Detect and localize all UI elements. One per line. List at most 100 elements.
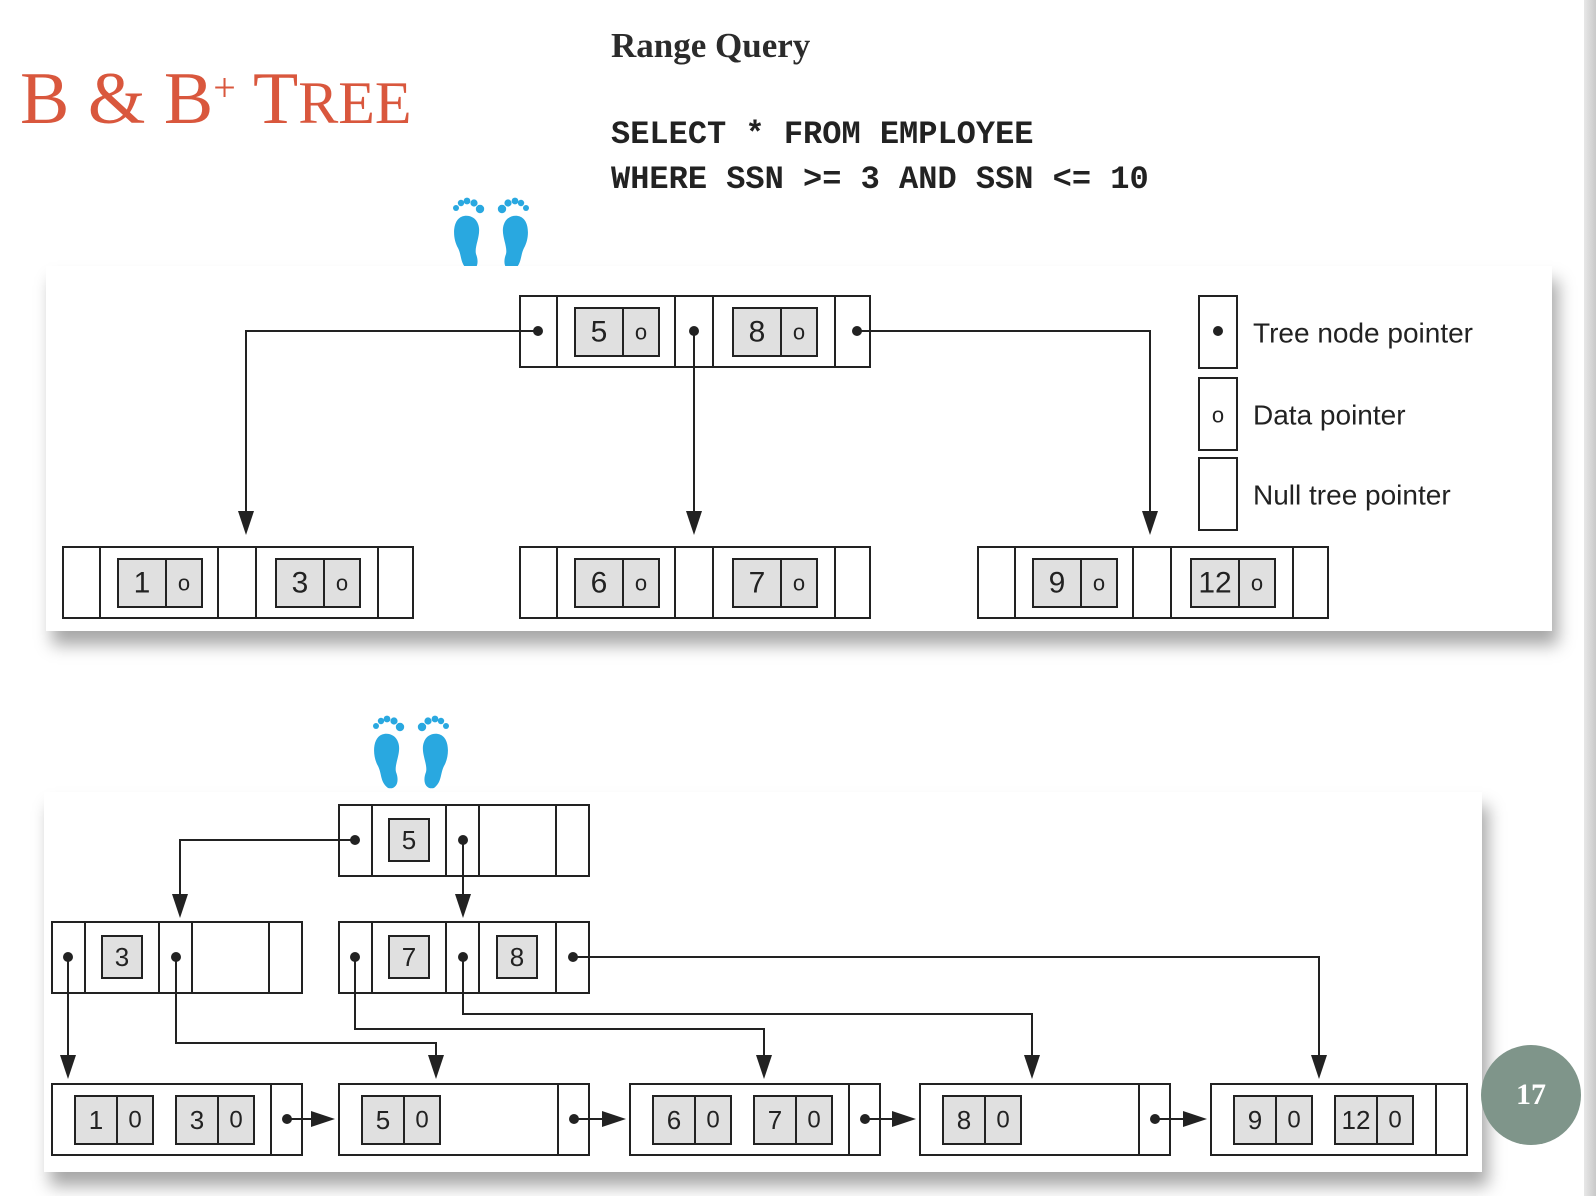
b-tree-root-node: 5 o 8 o (519, 295, 871, 368)
key-value: 6 (591, 567, 608, 600)
key-cell (732, 558, 818, 608)
legend-data-pointer-symbol: o (1212, 403, 1224, 428)
key-value: 3 (190, 1105, 204, 1135)
pointer-line (462, 957, 1033, 1055)
arrow-head (428, 1055, 444, 1079)
key-cell (942, 1095, 1022, 1145)
key-cell (388, 818, 430, 862)
data-pointer-symbol: o (178, 571, 190, 596)
key-value: 9 (1049, 567, 1066, 600)
pointer-line (179, 839, 355, 894)
key-cell (574, 307, 660, 357)
key-cell (101, 935, 143, 979)
b-tree-svg: 5 o 8 o 1 o 3 o 6 o 7 o 9 o 12 o o Tree node pointerData … (62, 295, 1473, 619)
pointer-line (175, 957, 437, 1055)
b-tree-leaf-node: 9 o 12 o (977, 546, 1329, 619)
footprints-icon (373, 715, 449, 789)
key-cell (361, 1095, 441, 1145)
pointer-line (245, 330, 538, 512)
data-pointer-symbol: o (1093, 571, 1105, 596)
data-pointer-symbol: 0 (415, 1107, 428, 1134)
legend-null-pointer-box (1198, 457, 1238, 531)
arrow-head (455, 894, 471, 918)
key-value: 3 (292, 567, 309, 600)
key-value: 5 (591, 316, 608, 349)
key-cell (275, 558, 361, 608)
arrow-head (238, 511, 254, 535)
data-pointer-symbol: o (635, 320, 647, 345)
b-tree-leaf-node: 1 o 3 o (62, 546, 414, 619)
query-heading: Range Query (611, 26, 811, 65)
arrow-head (1311, 1055, 1327, 1079)
key-value: 6 (667, 1105, 681, 1135)
arrow-head (60, 1055, 76, 1079)
data-pointer-symbol: 0 (996, 1107, 1009, 1134)
pointer-line (573, 956, 1320, 1055)
key-value: 5 (376, 1105, 390, 1135)
key-value: 7 (749, 567, 766, 600)
slide-edge-bar (1584, 0, 1596, 1196)
data-pointer-symbol: 0 (1388, 1107, 1401, 1134)
key-cell (74, 1095, 154, 1145)
arrow-head (756, 1055, 772, 1079)
key-cell (1190, 558, 1276, 608)
key-cell (1032, 558, 1118, 608)
data-pointer-symbol: o (793, 571, 805, 596)
legend-data-pointer-label: Data pointer (1253, 400, 1406, 431)
key-cell (753, 1095, 833, 1145)
sql-where-line: WHERE SSN >= 3 AND SSN <= 10 (611, 161, 1149, 198)
key-value: 12 (1342, 1105, 1371, 1135)
arrow-head (1183, 1111, 1207, 1127)
key-value: 7 (768, 1105, 782, 1135)
arrow-head (1142, 511, 1158, 535)
key-value: 8 (510, 942, 524, 972)
data-pointer-symbol: o (793, 320, 805, 345)
data-pointer-symbol: 0 (706, 1107, 719, 1134)
data-pointer-symbol: 0 (807, 1107, 820, 1134)
key-cell (1334, 1095, 1414, 1145)
key-value: 12 (1198, 567, 1231, 600)
data-pointer-symbol: o (635, 571, 647, 596)
key-value: 8 (957, 1105, 971, 1135)
b-tree-leaf-node: 6 o 7 o (519, 546, 871, 619)
data-pointer-symbol: o (336, 571, 348, 596)
key-cell (175, 1095, 255, 1145)
data-pointer-symbol: o (1251, 571, 1263, 596)
legend-null-tree-pointer-label: Null tree pointer (1253, 480, 1451, 511)
footprints-icon (453, 197, 529, 271)
data-pointer-symbol: 0 (1287, 1107, 1300, 1134)
legend-data-pointer-box (1198, 377, 1238, 451)
arrow-head (686, 511, 702, 535)
sql-select-line: SELECT * FROM EMPLOYEE (611, 116, 1034, 153)
arrow-head (172, 894, 188, 918)
key-cell (1233, 1095, 1313, 1145)
key-value: 1 (134, 567, 151, 600)
key-value: 8 (749, 316, 766, 349)
key-cell (388, 935, 430, 979)
key-value: 9 (1248, 1105, 1262, 1135)
key-cell (652, 1095, 732, 1145)
arrow-head (1024, 1055, 1040, 1079)
key-value: 7 (402, 942, 416, 972)
page-number-badge: 17 (1481, 1045, 1581, 1145)
key-cell (732, 307, 818, 357)
arrow-head (311, 1111, 335, 1127)
data-pointer-symbol: 0 (128, 1107, 141, 1134)
legend-tree-node-pointer-label: Tree node pointer (1253, 318, 1473, 349)
arrow-head (892, 1111, 916, 1127)
data-pointer-symbol: 0 (229, 1107, 242, 1134)
key-value: 3 (115, 942, 129, 972)
pointer-line (354, 957, 765, 1055)
slide-title: B & B+ TREE (20, 58, 412, 140)
key-cell (574, 558, 660, 608)
key-value: 1 (89, 1105, 103, 1135)
